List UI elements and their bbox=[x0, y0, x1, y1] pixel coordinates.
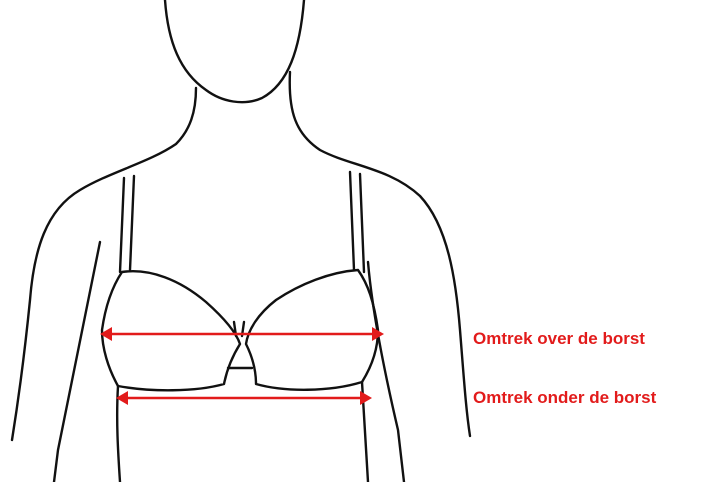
head-outline bbox=[165, 0, 304, 102]
left-bra-strap bbox=[120, 176, 134, 272]
left-torso-line bbox=[117, 386, 120, 482]
right-neck-shoulder bbox=[290, 72, 470, 436]
left-bra-cup bbox=[102, 271, 240, 390]
right-bra-cup bbox=[246, 270, 378, 390]
right-bra-strap bbox=[350, 172, 364, 272]
under-bust-arrow-right bbox=[360, 391, 372, 405]
left-arm-line bbox=[54, 242, 100, 482]
right-arm-line bbox=[368, 262, 404, 482]
under-bust-label: Omtrek onder de borst bbox=[473, 389, 656, 406]
over-bust-label: Omtrek over de borst bbox=[473, 330, 645, 347]
under-bust-measure-line bbox=[116, 391, 372, 405]
left-neck-shoulder bbox=[12, 88, 196, 440]
